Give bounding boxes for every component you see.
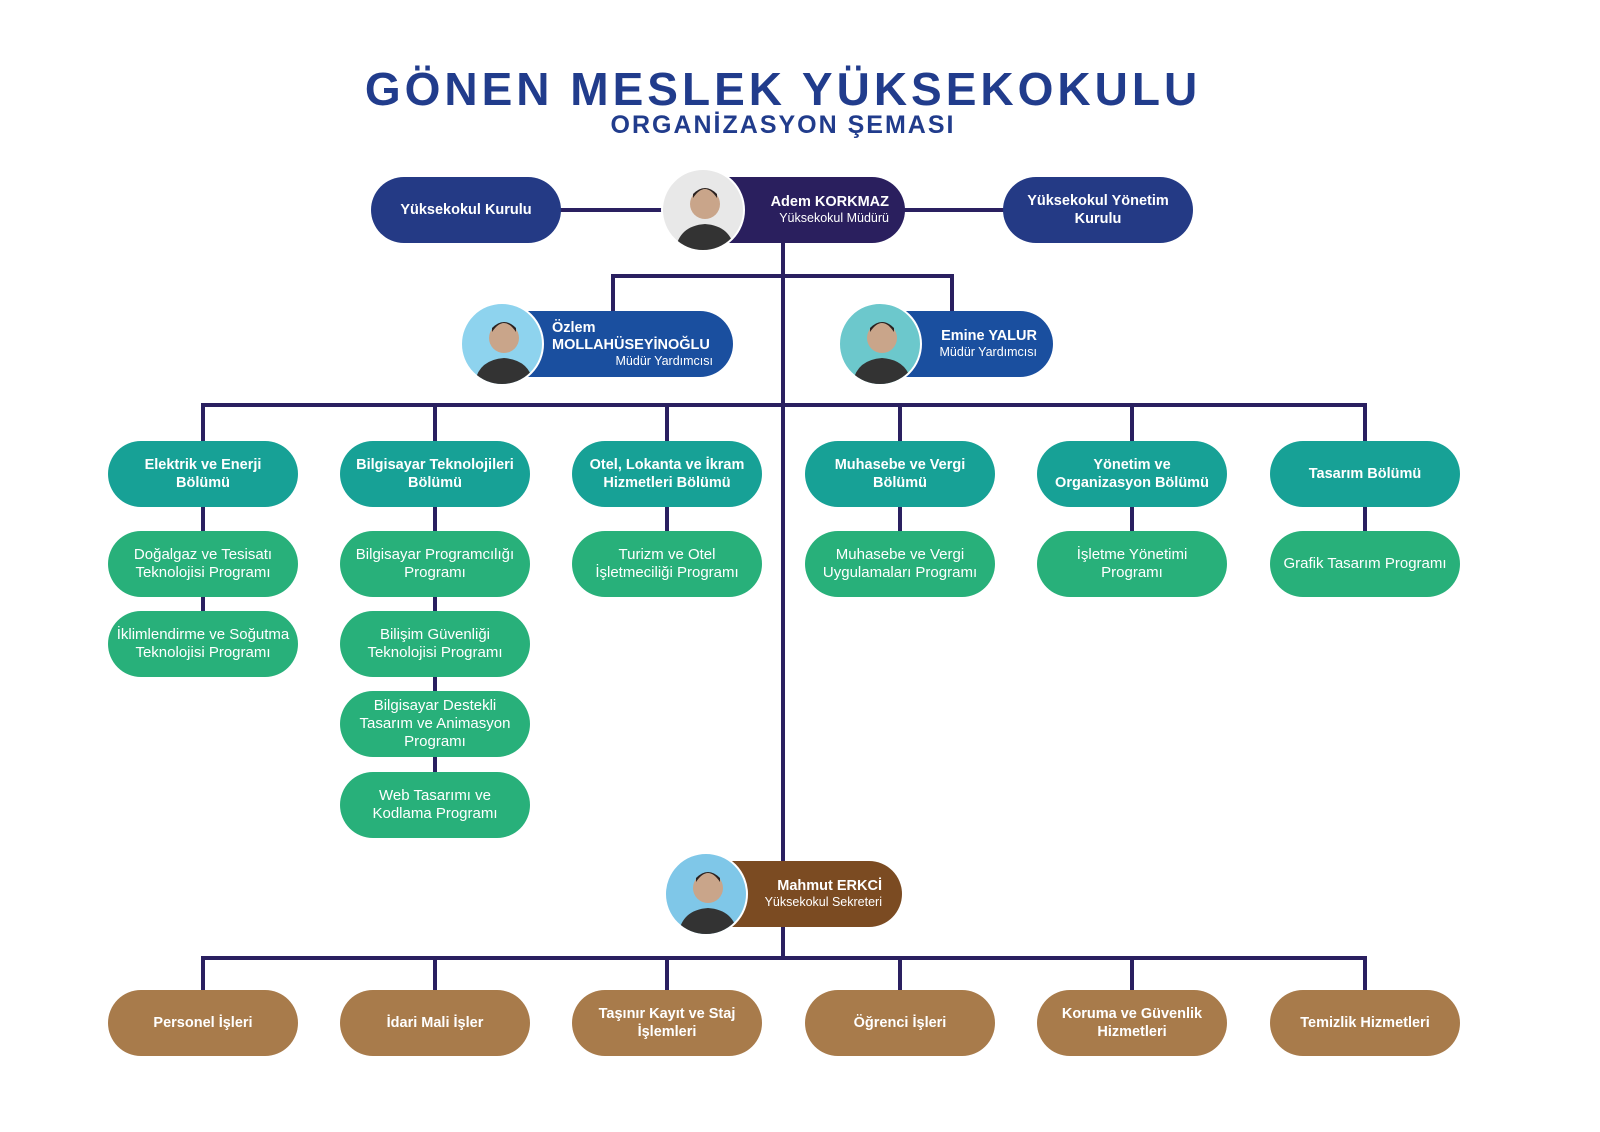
program-box[interactable]: İklimlendirme ve Soğutma Teknolojisi Pro… — [108, 611, 298, 677]
unit-box[interactable]: Taşınır Kayıt ve Staj İşlemleri — [572, 990, 762, 1056]
deputy-name: Emine YALUR — [941, 328, 1037, 344]
director-photo — [661, 168, 745, 252]
person-icon — [852, 322, 912, 384]
unit-box[interactable]: Koruma ve Güvenlik Hizmetleri — [1037, 990, 1227, 1056]
program-box[interactable]: Muhasebe ve Vergi Uygulamaları Programı — [805, 531, 995, 597]
deputy-photo — [460, 302, 544, 386]
board-box-yonetim-kurulu[interactable]: Yüksekokul Yönetim Kurulu — [1003, 177, 1193, 243]
program-box[interactable]: Web Tasarımı ve Kodlama Programı — [340, 772, 530, 838]
unit-box[interactable]: Öğrenci İşleri — [805, 990, 995, 1056]
secretary-role: Yüksekokul Sekreteri — [764, 895, 882, 909]
connector-line — [201, 958, 205, 994]
unit-box[interactable]: İdari Mali İşler — [340, 990, 530, 1056]
program-box[interactable]: Bilgisayar Programcılığı Programı — [340, 531, 530, 597]
department-box[interactable]: Otel, Lokanta ve İkram Hizmetleri Bölümü — [572, 441, 762, 507]
unit-box[interactable]: Personel İşleri — [108, 990, 298, 1056]
program-box[interactable]: İşletme Yönetimi Programı — [1037, 531, 1227, 597]
department-box[interactable]: Tasarım Bölümü — [1270, 441, 1460, 507]
person-icon — [474, 322, 534, 384]
connector-line — [1363, 958, 1367, 994]
unit-box[interactable]: Temizlik Hizmetleri — [1270, 990, 1460, 1056]
deputy-role: Müdür Yardımcısı — [615, 353, 714, 368]
deputy-photo — [838, 302, 922, 386]
secretary-name: Mahmut ERKCİ — [777, 878, 882, 894]
connector-line — [665, 958, 669, 994]
person-icon — [678, 872, 738, 934]
board-box-yuksekokul-kurulu[interactable]: Yüksekokul Kurulu — [371, 177, 561, 243]
page-title: GÖNEN MESLEK YÜKSEKOKULU — [364, 63, 1202, 115]
connector-line — [611, 274, 615, 314]
deputy-role: Müdür Yardımcısı — [939, 345, 1038, 359]
director-name: Adem KORKMAZ — [770, 194, 889, 210]
person-icon — [675, 188, 735, 250]
secretary-photo — [664, 852, 748, 936]
connector-line — [781, 240, 785, 960]
program-box[interactable]: Doğalgaz ve Tesisatı Teknolojisi Program… — [108, 531, 298, 597]
connector-line — [950, 274, 954, 314]
page-subtitle: ORGANİZASYON ŞEMASI — [610, 111, 956, 139]
program-box[interactable]: Bilişim Güvenliği Teknolojisi Programı — [340, 611, 530, 677]
connector-line — [1130, 958, 1134, 994]
connector-line — [433, 958, 437, 994]
connector-line — [201, 405, 205, 621]
program-box[interactable]: Grafik Tasarım Programı — [1270, 531, 1460, 597]
program-box[interactable]: Bilgisayar Destekli Tasarım ve Animasyon… — [340, 691, 530, 757]
department-box[interactable]: Bilgisayar Teknolojileri Bölümü — [340, 441, 530, 507]
connector-line — [201, 403, 1367, 407]
department-box[interactable]: Muhasebe ve Vergi Bölümü — [805, 441, 995, 507]
connector-line — [898, 958, 902, 994]
program-box[interactable]: Turizm ve Otel İşletmeciliği Programı — [572, 531, 762, 597]
connector-line — [611, 274, 954, 278]
connector-line — [201, 956, 1367, 960]
deputy-name: Özlem MOLLAHÜSEYİNOĞLU — [552, 319, 710, 353]
department-box[interactable]: Elektrik ve Enerji Bölümü — [108, 441, 298, 507]
director-role: Yüksekokul Müdürü — [779, 211, 889, 225]
department-box[interactable]: Yönetim ve Organizasyon Bölümü — [1037, 441, 1227, 507]
